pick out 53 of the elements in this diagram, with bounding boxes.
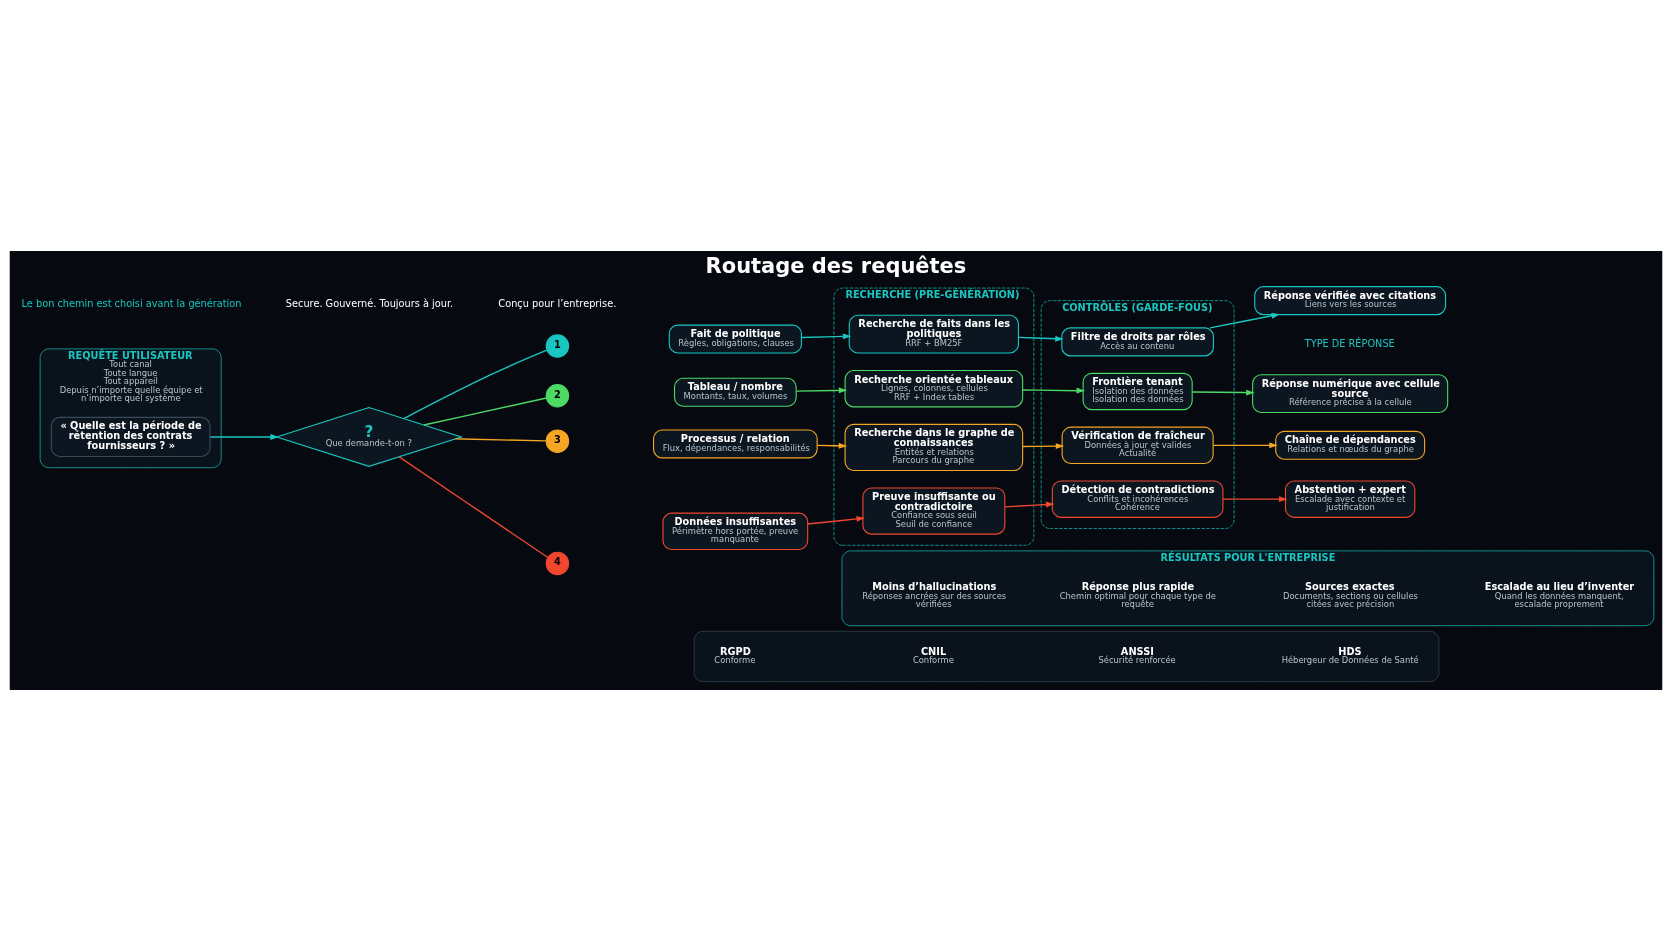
node-text: Moins d’hallucinations Réponses ancrées sur des sources vérifiées — [862, 581, 1007, 610]
arrow — [1222, 496, 1288, 503]
arrow — [795, 387, 848, 394]
node-box: Processus / relation Flux, dépendances, responsabilités — [653, 429, 818, 459]
arrow — [816, 442, 848, 449]
node-circle: 3 — [545, 429, 570, 453]
label: Secure. Gouverné. Toujours à jour. — [285, 298, 454, 310]
node-box: Réponse vérifiée avec citations Liens vers les sources — [1254, 286, 1447, 316]
arrow — [1022, 443, 1065, 450]
label: Le bon chemin est choisi avant la génération — [21, 298, 242, 310]
node-text: Sources exactes Documents, sections ou cellules citées avec précision — [1283, 581, 1418, 610]
node-box: Tableau / nombre Montants, taux, volumes — [673, 377, 797, 407]
node-box: Recherche dans le graphe de connaissances Entités et relations Parcours du graphe — [844, 423, 1024, 472]
node-text: RGPD Conforme — [714, 645, 756, 666]
node-box: Détection de contradictions Conflits et incohérences Cohérence — [1051, 480, 1224, 518]
arrow — [1022, 387, 1085, 394]
node-box: Réponse numérique avec cellule source Référence précise à la cellule — [1252, 374, 1449, 414]
connector — [398, 456, 549, 559]
arrow — [1212, 442, 1278, 449]
node-box: Recherche de faits dans les politiques RRF + BM25F — [848, 314, 1019, 354]
arrow — [1017, 335, 1064, 342]
node-text: HDS Hébergeur de Données de Santé — [1281, 645, 1419, 666]
cluster — [693, 630, 1440, 682]
arrow — [807, 516, 865, 525]
arrow — [1209, 312, 1280, 329]
node-text: Escalade au lieu d’inventer Quand les données manquent, escalade proprement — [1484, 581, 1635, 610]
node-box: Preuve insuffisante ou contradictoire Confiance sous seuil Seuil de confiance — [862, 487, 1006, 535]
node-box: Vérification de fraîcheur Données à jour et valides Actualité — [1061, 426, 1214, 465]
connector — [454, 438, 547, 442]
node-box: Abstention + expert Escalade avec contexte et justification — [1284, 480, 1416, 518]
arrow — [209, 434, 279, 440]
node-circle: 1 — [545, 334, 570, 358]
node-text: CNIL Conforme — [912, 645, 954, 666]
node-text: ANSSI Sécurité renforcée — [1098, 645, 1176, 666]
arrow — [1004, 501, 1055, 508]
node-box: Fait de politique Règles, obligations, clauses — [668, 324, 802, 354]
node-box: Filtre de droits par rôles Accès au contenu — [1061, 327, 1215, 357]
node-text: Réponse plus rapide Chemin optimal pour chaque type de requête — [1059, 581, 1216, 610]
node-box: « Quelle est la période de rétention des contrats fournisseurs ? » — [50, 416, 211, 458]
node-box: Recherche orientée tableaux Lignes, colonnes, cellules RRF + Index tables — [844, 370, 1024, 408]
diagram-title: Routage des requêtes — [705, 253, 967, 278]
node-box: Chaîne de dépendances Relations et nœuds du graphe — [1275, 430, 1426, 460]
connector — [403, 349, 548, 420]
node-circle: 2 — [545, 383, 570, 408]
arrow — [800, 333, 852, 340]
node-box: Données insuffisantes Périmètre hors portée, preuve manquante — [662, 512, 809, 551]
node-diamond: ? Que demande-t-on ? — [274, 407, 464, 467]
node-box: Frontière tenant Isolation des données Isolation des données — [1082, 372, 1193, 411]
connector — [423, 397, 548, 426]
arrow — [1191, 389, 1255, 396]
label: TYPE DE RÉPONSE — [1304, 338, 1395, 350]
label: Conçu pour l’entreprise. — [498, 298, 617, 310]
node-circle: 4 — [545, 551, 570, 576]
